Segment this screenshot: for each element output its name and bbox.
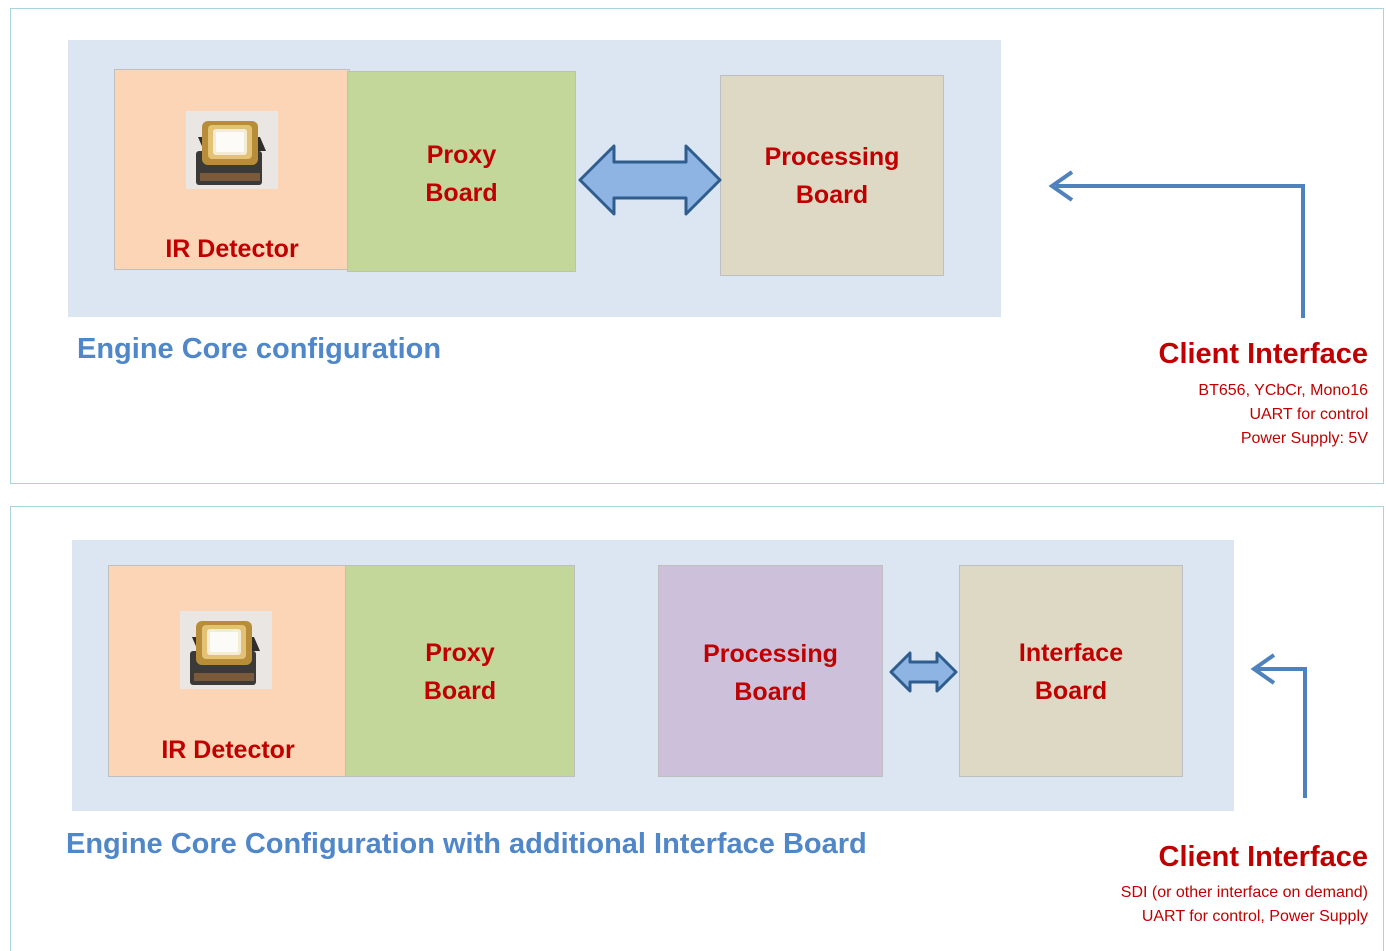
client-interface-spec: SDI (or other interface on demand) [1120,884,1368,901]
proxy-board-label: Proxy Board [423,639,497,705]
client-interface-2: Client Interface SDI (or other interface… [1121,839,1368,929]
processing-board-box: Processing Board [720,75,944,276]
processing-board-box: Processing Board [658,565,883,777]
client-interface-spec: BT656, YCbCr, Mono16 [1198,382,1368,399]
proxy-board-box: Proxy Board [345,565,575,777]
ir-detector-box: IR Detector [108,565,348,777]
client-interface-title: Client Interface [1158,841,1369,873]
config2-title: Engine Core Configuration with additiona… [66,828,867,860]
ir-detector-label: IR Detector [165,235,299,263]
ir-detector-image [180,611,272,689]
client-interface-title: Client Interface [1158,338,1369,370]
ir-detector-image [186,111,278,189]
ir-detector-box: IR Detector [114,69,350,270]
config1-title: Engine Core configuration [77,333,442,365]
interface-board-label: Interface Board [1018,639,1124,705]
ir-detector-label: IR Detector [161,736,295,764]
proxy-board-label: Proxy Board [425,141,498,207]
client-interface-spec: UART for control, Power Supply [1141,908,1368,925]
proxy-board-box: Proxy Board [347,71,576,272]
client-interface-1: Client Interface BT656, YCbCr, Mono16 UA… [1159,336,1369,451]
client-interface-spec: Power Supply: 5V [1240,430,1368,447]
interface-board-box: Interface Board [959,565,1183,777]
processing-board-label: Processing Board [764,143,900,209]
processing-board-label: Processing Board [703,640,838,706]
client-interface-spec: UART for control [1249,406,1368,423]
